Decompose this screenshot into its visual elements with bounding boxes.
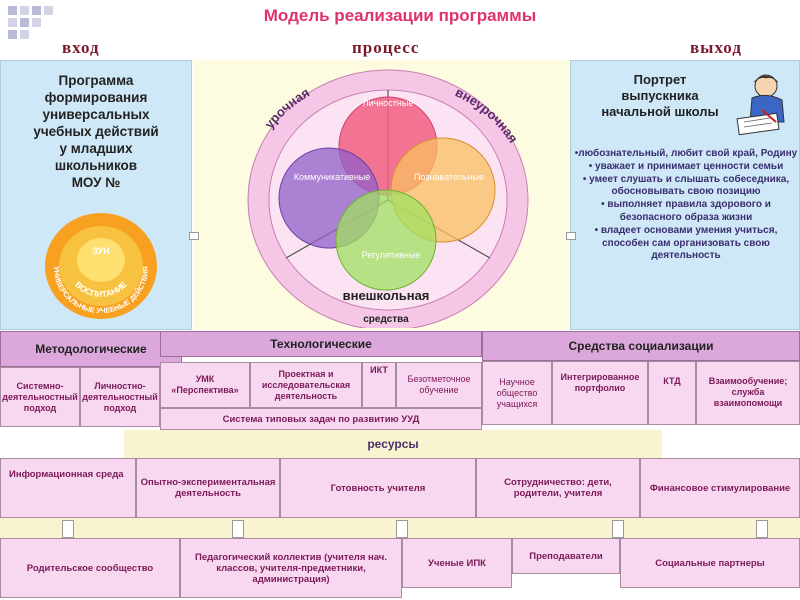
graduate-portrait-title: Портрет выпускника начальной школы: [601, 72, 719, 119]
inner-ring: [77, 238, 125, 282]
decor-square: [20, 6, 29, 15]
circle-label-communicative: Коммуникативные: [294, 172, 371, 182]
trait-item: • владеет основами умения учиться, спосо…: [594, 224, 778, 262]
social-portfolio: Интегрированное портфолио: [552, 361, 648, 425]
resources-label: ресурсы: [367, 437, 419, 451]
connector-input-process: [189, 232, 199, 240]
connector-lower: [612, 520, 624, 538]
tech-gradeless-learning: Безотметочное обучение: [396, 362, 482, 408]
decor-square: [20, 30, 29, 39]
partner-social: Социальные партнеры: [620, 538, 800, 588]
tech-project-research: Проектная и исследовательская деятельнос…: [250, 362, 362, 408]
resource-teacher-readiness: Готовность учителя: [280, 458, 476, 518]
means-methodological-header: Методологические: [0, 331, 182, 367]
social-ktd: КТД: [648, 361, 696, 425]
graduate-traits-list: •любознательный, любит свой край, Родину…: [574, 148, 798, 263]
partner-teaching-staff: Педагогический коллектив (учителя нач. к…: [180, 538, 402, 598]
header-input: вход: [62, 38, 100, 57]
method-personal-approach: Личностно-деятельностный подход: [80, 367, 160, 427]
page-title: Модель реализации программы: [263, 6, 537, 25]
header-process: процесс: [352, 38, 420, 57]
means-label: средства: [363, 314, 409, 325]
partner-ipk-scientists: Ученые ИПК: [402, 538, 512, 588]
arc-label-outschool: внешкольная: [343, 288, 430, 303]
connector-lower: [232, 520, 244, 538]
partner-parents: Родительское сообщество: [0, 538, 180, 598]
resources-band: [124, 430, 662, 458]
tech-umk: УМК «Перспектива»: [160, 362, 250, 408]
decor-square: [8, 18, 17, 27]
connector-lower: [756, 520, 768, 538]
resource-experimental: Опытно-экспериментальная деятельность: [136, 458, 280, 518]
competency-rings-diagram: ЗУН ВОСПИТАНИЕ УНИВЕРСАЛЬНЫЕ УЧЕБНЫЕ ДЕЙ…: [45, 213, 157, 319]
decor-square: [8, 6, 17, 15]
circle-regulatory: [335, 189, 437, 291]
social-science-society: Научное общество учащихся: [482, 361, 552, 425]
ring-inner-label: ЗУН: [92, 246, 109, 256]
connector-lower: [396, 520, 408, 538]
connector-process-output: [566, 232, 576, 240]
trait-item: • умеет слушать и слышать собеседника, о…: [582, 173, 790, 198]
connector-lower: [62, 520, 74, 538]
decor-square: [32, 18, 41, 27]
resource-info-environment: Информационная среда: [0, 458, 136, 518]
header-output: выход: [690, 38, 742, 57]
circle-label-regulatory: Регулятивные: [362, 250, 421, 260]
process-venn-diagram: урочная внеурочная внешкольная Личностны…: [247, 69, 529, 328]
resource-financial-incentive: Финансовое стимулирование: [640, 458, 800, 518]
circle-label-cognitive: Познавательные: [414, 172, 484, 182]
tech-uud-task-system: Система типовых задач по развитию УУД: [160, 408, 482, 430]
input-program-text: Программа формирования универсальных уче…: [33, 73, 159, 190]
resource-cooperation: Сотрудничество: дети, родители, учителя: [476, 458, 640, 518]
trait-item: •любознательный, любит свой край, Родину: [574, 148, 798, 159]
circle-label-personal: Личностные: [363, 98, 414, 108]
tech-ict: ИКТ: [362, 362, 396, 408]
trait-item: • уважает и принимает ценности семьи: [588, 160, 784, 172]
decor-square: [32, 6, 41, 15]
social-mutual-learning: Взаимообучение; служба взаимопомощи: [696, 361, 800, 425]
trait-item: • выполняет правила здорового и безопасн…: [601, 199, 771, 223]
student-writing-icon: [736, 74, 785, 136]
partner-lecturers: Преподаватели: [512, 538, 620, 574]
decor-square: [8, 30, 17, 39]
decor-square: [20, 18, 29, 27]
method-systemic-approach: Системно-деятельностный подход: [0, 367, 80, 427]
decor-square: [44, 6, 53, 15]
means-socialization-header: Средства социализации: [482, 331, 800, 361]
means-technological-header: Технологические: [160, 331, 482, 357]
